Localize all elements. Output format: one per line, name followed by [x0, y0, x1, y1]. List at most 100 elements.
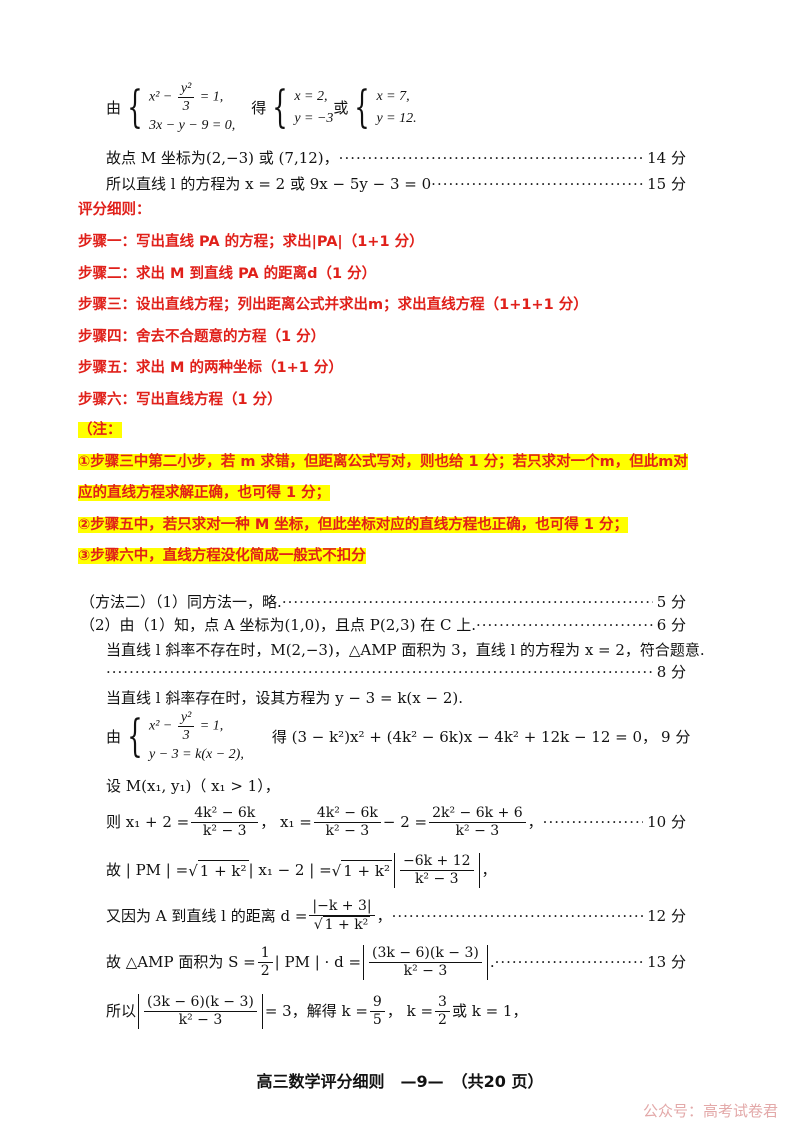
sys-lead: 由	[106, 728, 122, 746]
k2-num: 3	[435, 994, 450, 1012]
sys-eq2: y − 3 = k(x − 2),	[149, 746, 244, 762]
lead-text: 由	[106, 99, 122, 117]
pm-length-line: 故 | PM | = √1 + k² | x₁ − 2 | = √1 + k² …	[106, 852, 497, 888]
rubric-step-5: 步骤五：求出 M 的两种坐标（1+1 分）	[78, 360, 343, 376]
distance-line: 又因为 A 到直线 l 的距离 d = |−k + 3|√1 + k² ， 12…	[106, 894, 686, 938]
page-footer: 高三数学评分细则 —9— （共20 页）	[256, 1072, 544, 1091]
score-9: 9 分	[661, 728, 691, 746]
dist-den: 1 + k²	[322, 916, 371, 933]
or-text: 或	[333, 99, 349, 117]
rubric-step-3: 步骤三：设出直线方程；列出距离公式并求出m；求出直线方程（1+1+1 分）	[78, 297, 588, 313]
rubric-step-4: 步骤四：舍去不合题意的方程（1 分）	[78, 329, 326, 345]
line-l-text: 所以直线 l 的方程为 x = 2 或 9x − 5y − 3 = 0	[106, 175, 432, 193]
pm-b: | x₁ − 2 | =	[248, 861, 332, 879]
solve-c: ， k =	[386, 1002, 434, 1020]
half-den: 2	[260, 962, 270, 979]
method2-part1: （方法二）（1）同方法一，略. 5 分	[80, 592, 686, 612]
area-f-den: k² − 3	[403, 962, 448, 979]
dist-num: |−k + 3|	[309, 898, 375, 916]
pm-c: ，	[481, 861, 497, 879]
set-m-line: 设 M(x₁, y₁)（ x₁ > 1），	[106, 777, 280, 795]
rubric-step-1: 步骤一：写出直线 PA 的方程；求出|PA|（1+1 分）	[78, 234, 424, 250]
pm-f-num: −6k + 12	[399, 853, 474, 871]
rubric-title: 评分细则：	[78, 202, 151, 218]
x1-b: ， x₁ =	[260, 813, 312, 831]
sol2a: x = 7,	[376, 89, 410, 104]
method2-part2-text: （2）由（1）知，点 A 坐标为(1,0)，且点 P(2,3) 在 C 上.	[80, 616, 476, 634]
sol1a: x = 2,	[294, 89, 328, 104]
method2-part1-text: （方法二）（1）同方法一，略.	[80, 593, 282, 611]
get-text: 得	[251, 99, 267, 117]
x1-f1-den: k² − 3	[202, 822, 247, 839]
point-m-text: 故点 M 坐标为(2,−3) 或 (7,12)，	[106, 149, 339, 167]
solve-b: = 3，解得 k =	[264, 1002, 368, 1020]
dist-b: ，	[376, 907, 392, 925]
method2-part2: （2）由（1）知，点 A 坐标为(1,0)，且点 P(2,3) 在 C 上. 6 …	[80, 615, 686, 635]
x1-d: ，	[527, 813, 543, 831]
eq1-rhs: = 1,	[196, 89, 224, 105]
dist-a: 又因为 A 到直线 l 的距离 d =	[106, 907, 308, 925]
watermark: 公众号：高考试卷君	[642, 1102, 778, 1120]
solve-f-num: (3k − 6)(k − 3)	[144, 994, 257, 1012]
rubric-step-6: 步骤六：写出直线方程（1 分）	[78, 392, 282, 408]
eq1-den: 3	[182, 98, 190, 114]
area-f-num: (3k − 6)(k − 3)	[369, 945, 482, 963]
sys-eq1: x² −	[149, 718, 176, 734]
pm-f-den: k² − 3	[414, 870, 459, 887]
area-b: | PM | · d =	[274, 953, 362, 971]
sys-den: 3	[182, 727, 190, 743]
score-8: 8 分	[656, 663, 686, 681]
note-2: ②步骤五中，若只求对一种 M 坐标，但此坐标对应的直线方程也正确，也可得 1 分…	[78, 517, 628, 533]
score-10: 10 分	[647, 813, 686, 831]
eq2-text: 3x − y − 9 = 0,	[149, 117, 236, 133]
k1-num: 9	[369, 994, 385, 1012]
x1-f2-den: k² − 3	[325, 822, 370, 839]
pm-sqrt-1: 1 + k²	[197, 859, 249, 880]
x1-c: − 2 =	[382, 813, 428, 831]
slope-exists-case: 当直线 l 斜率存在时，设其方程为 y − 3 = k(x − 2).	[106, 689, 463, 707]
note-1-cont: 应的直线方程求解正确，也可得 1 分；	[78, 485, 331, 501]
x1-f3-den: k² − 3	[455, 822, 500, 839]
note-title: （注：	[78, 422, 122, 438]
half-num: 1	[257, 945, 273, 963]
eq1-num: y²	[177, 80, 195, 98]
solve-a: 所以	[106, 1002, 137, 1020]
note-3: ③步骤六中，直线方程没化简成一般式不扣分	[78, 548, 366, 564]
rubric-step-2: 步骤二：求出 M 到直线 PA 的距离d（1 分）	[78, 266, 377, 282]
pm-sqrt-2: 1 + k²	[341, 859, 392, 880]
line-l-equation: 所以直线 l 的方程为 x = 2 或 9x − 5y − 3 = 0 15 分	[106, 174, 686, 194]
score-15: 15 分	[647, 175, 686, 193]
slope-undefined-case: 当直线 l 斜率不存在时，M(2,−3)，△AMP 面积为 3，直线 l 的方程…	[106, 641, 705, 659]
score-5: 5 分	[656, 593, 686, 611]
x1-a: 则 x₁ + 2 =	[106, 813, 190, 831]
score-6: 6 分	[656, 616, 686, 634]
solution-1: { x = 2,y = −3	[272, 82, 334, 133]
solve-f-den: k² − 3	[178, 1011, 223, 1028]
note-1: ①步骤三中第二小步，若 m 求错，但距离公式写对，则也给 1 分；若只求对一个m…	[78, 454, 688, 470]
point-m-line: 故点 M 坐标为(2,−3) 或 (7,12)，14 分	[106, 148, 686, 168]
sys-rhs: = 1,	[196, 718, 224, 734]
eq1-text: x² −	[149, 89, 176, 105]
x1-f2-num: 4k² − 6k	[313, 805, 381, 823]
x1-f3-num: 2k² − 6k + 6	[429, 805, 526, 823]
score-12: 12 分	[647, 907, 686, 925]
solution-2: { x = 7,y = 12.	[354, 82, 417, 133]
score-13: 13 分	[647, 953, 686, 971]
sol2b: y = 12.	[376, 111, 417, 126]
sol1b: y = −3	[294, 111, 334, 126]
area-c: .	[489, 953, 495, 971]
solve-d: 或 k = 1，	[451, 1002, 528, 1020]
x1-f1-num: 4k² − 6k	[191, 805, 259, 823]
pm-a: 故 | PM | =	[106, 861, 189, 879]
score-8-line: 8 分	[106, 662, 686, 682]
sys-num: y²	[177, 709, 195, 727]
k1-den: 5	[372, 1011, 382, 1028]
